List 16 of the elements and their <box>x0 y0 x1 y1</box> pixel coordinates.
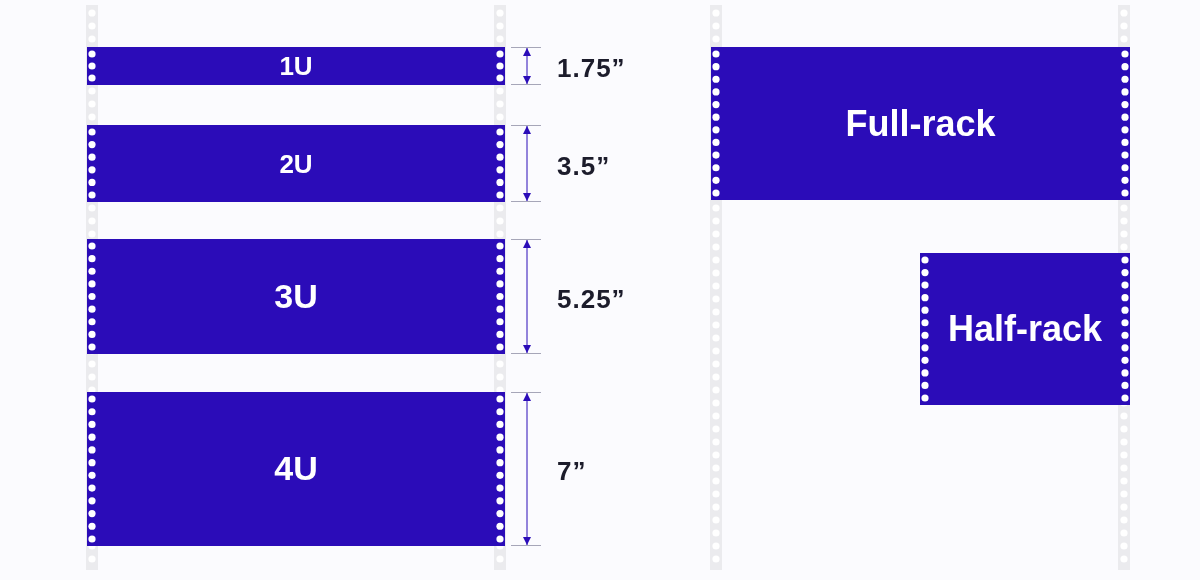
rack-unit-box <box>87 125 505 202</box>
unit-label: 4U <box>274 450 318 488</box>
unit-label: Half-rack <box>947 309 1103 349</box>
rack-unit-box <box>87 47 505 85</box>
dimension-label: 1.75” <box>557 53 626 83</box>
rack-unit-box <box>87 392 505 546</box>
dimension-label: 3.5” <box>557 151 611 180</box>
unit-label: Full-rack <box>845 103 996 144</box>
rack-equipment-box <box>920 253 1130 405</box>
rack-unit-box <box>87 239 505 354</box>
unit-label: 2U <box>279 149 313 178</box>
dimension-label: 5.25” <box>557 284 626 313</box>
dimension-label: 7” <box>557 456 587 486</box>
unit-label: 3U <box>274 277 318 316</box>
rack-equipment-box <box>711 47 1130 200</box>
unit-label: 1U <box>279 51 313 81</box>
